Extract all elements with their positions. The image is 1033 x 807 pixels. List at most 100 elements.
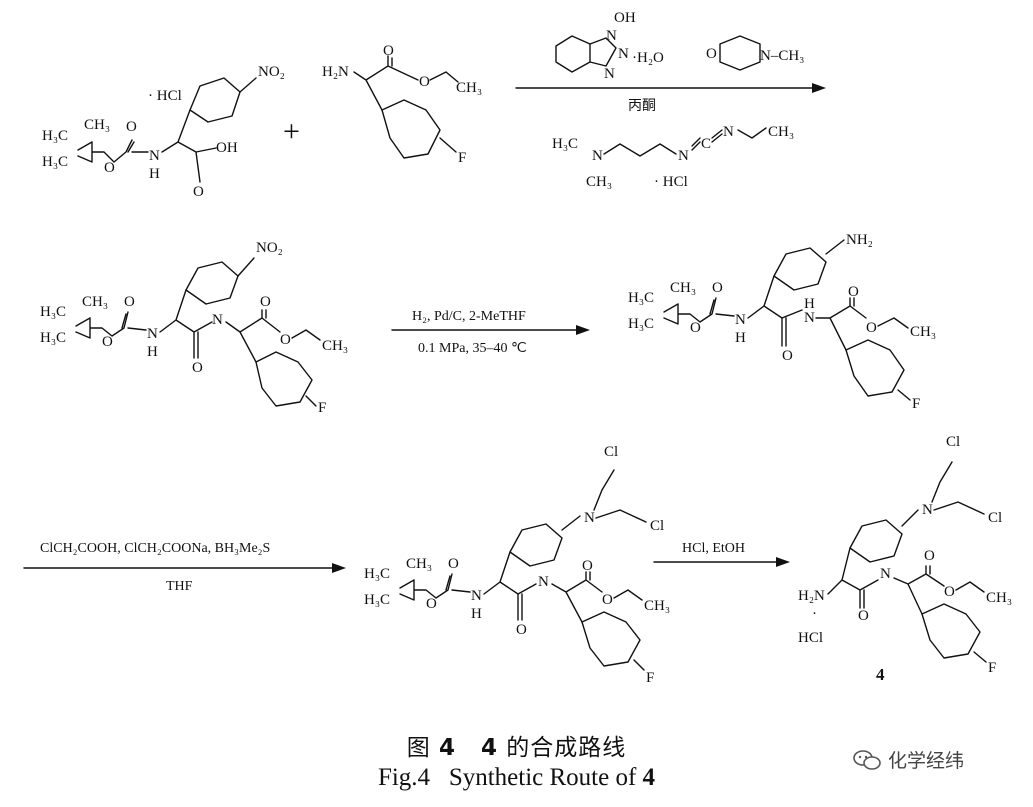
- ch3-label: CH₃: [644, 598, 670, 614]
- arrow-head-icon: [576, 325, 590, 335]
- h2n-label: H₂N: [798, 588, 825, 604]
- synthetic-scheme: · HCl H₃C CH₃ H₃C O O N H OH O NO₂ + H₂N…: [23, 10, 1012, 686]
- edci-n3-label: N: [723, 124, 734, 140]
- ch3-label: CH₃: [986, 590, 1012, 606]
- ester-o-label: O: [944, 584, 955, 600]
- amide-o-label: O: [782, 348, 793, 364]
- ch3-label: CH₃: [670, 280, 696, 296]
- step3-arrow: ClCH₂COOH, ClCH₂COONa, BH₃Me₂S THF: [23, 541, 346, 594]
- caption-english: Fig.4 Synthetic Route of 4: [0, 764, 1033, 792]
- solvent-acetone-label: 丙酮: [628, 98, 656, 114]
- chloro-label: Cl: [946, 434, 960, 450]
- plus-sign: +: [283, 115, 300, 148]
- chloro-label: Cl: [604, 444, 618, 460]
- ch3-label: CH₃: [84, 117, 110, 133]
- h2n-label: H₂N: [322, 64, 349, 80]
- compound-number: 4: [876, 665, 885, 684]
- watermark: 化学经纬: [852, 746, 964, 773]
- ch3-label: CH₃: [406, 556, 432, 572]
- h3c-label: H₃C: [364, 566, 390, 582]
- carbonyl-o-label: O: [924, 548, 935, 564]
- wechat-icon: [853, 750, 881, 770]
- caption-en-compound: 4: [642, 764, 656, 791]
- edci-ch3b-label: CH₃: [768, 124, 794, 140]
- h3c-label: H₃C: [40, 330, 66, 346]
- arrow-head-icon: [812, 83, 826, 93]
- amide-hn-label: N: [880, 566, 891, 582]
- ch3-label: CH₃: [910, 324, 936, 340]
- boc-mustard-dipeptide: H₃C CH₃ H₃C O O N H O N O O CH₃ F N Cl C…: [364, 444, 670, 686]
- nh-h-label: H: [147, 344, 158, 360]
- edci-hcl-label: · HCl: [654, 174, 688, 190]
- ester-o-label: O: [690, 320, 701, 336]
- watermark-text: 化学经纬: [888, 750, 965, 772]
- ester-o-label: O: [104, 160, 115, 176]
- step2-conditions-top: H₂, Pd/C, 2-MeTHF: [412, 309, 526, 324]
- chloro-label: Cl: [650, 518, 664, 534]
- carbonyl-o-label: O: [712, 280, 723, 296]
- amino-dipeptide: H₃C CH₃ H₃C O O N H O N H O O CH₃ F NH₂: [628, 232, 936, 412]
- amide-hn-label: N: [212, 312, 223, 328]
- nh-h-label: H: [735, 330, 746, 346]
- fluoro-label: F: [318, 400, 326, 416]
- ester-o-label: O: [102, 334, 113, 350]
- hobt-n3-label: N: [604, 66, 615, 82]
- ch3-label: CH₃: [82, 294, 108, 310]
- step3-conditions-bottom: THF: [166, 579, 193, 594]
- caption-cn-compound: 4: [480, 735, 498, 761]
- fluoro-label: F: [458, 150, 466, 166]
- step4-conditions-top: HCl, EtOH: [682, 541, 745, 556]
- nh-label: N: [735, 312, 746, 328]
- carbonyl-o-label: O: [582, 558, 593, 574]
- ester-o-label: O: [280, 332, 291, 348]
- hcl-salt-label: · HCl: [148, 88, 182, 104]
- amide-h-label: H: [804, 296, 815, 312]
- caption-en-prefix: Fig.4: [377, 764, 431, 791]
- mustard-n-label: N: [584, 510, 595, 526]
- hobt-n1-label: N: [606, 28, 617, 44]
- arrow-head-icon: [776, 557, 790, 567]
- edci-ch3-label: CH₃: [586, 174, 612, 190]
- nitro-label: NO₂: [256, 240, 283, 256]
- acid-oh-label: OH: [216, 140, 238, 156]
- ester-o-label: O: [419, 74, 430, 90]
- caption-chinese: 图 4 4 的合成路线: [0, 728, 1033, 762]
- fluoro-label: F: [646, 670, 654, 686]
- caption-cn-prefix: 图: [406, 735, 431, 761]
- h3c-label: H₃C: [628, 316, 654, 332]
- hobt-oh-label: OH: [614, 10, 636, 26]
- nitro-dipeptide: H₃C CH₃ H₃C O O N H O N O O CH₃ F NO₂: [40, 240, 348, 416]
- ester-o-label: O: [602, 592, 613, 608]
- amide-n-label: N: [804, 310, 815, 326]
- nmm-o-label: O: [706, 46, 717, 62]
- boc-nitrophenylalanine-hcl: · HCl H₃C CH₃ H₃C O O N H OH O NO₂: [42, 64, 285, 200]
- ch3-label: CH₃: [322, 338, 348, 354]
- amino-label: NH₂: [846, 232, 873, 248]
- h3c-label: H₃C: [42, 154, 68, 170]
- product-4: H₂N · HCl O N O O CH₃ F N Cl Cl 4: [798, 434, 1012, 684]
- edci-n1-label: N: [592, 148, 603, 164]
- amide-hn-label: N: [538, 574, 549, 590]
- hobt-hydrate-label: ·H₂O: [632, 50, 664, 66]
- fluorophenylalanine-ethyl-ester: H₂N O O CH₃ F: [322, 43, 482, 166]
- caption-en-text: Synthetic Route of: [448, 764, 637, 791]
- nh-label: N: [147, 326, 158, 342]
- h3c-label: H₃C: [40, 304, 66, 320]
- edci-c-label: C: [701, 136, 711, 152]
- chloro-label: Cl: [988, 510, 1002, 526]
- amide-o-label: O: [192, 360, 203, 376]
- salt-dot-label: ·: [812, 606, 817, 622]
- edci-h3c-label: H₃C: [552, 136, 578, 152]
- nh-h-label: H: [149, 166, 160, 182]
- caption-cn-fig-number: 4: [439, 735, 457, 761]
- acid-o-label: O: [193, 184, 204, 200]
- fluoro-label: F: [988, 660, 996, 676]
- carbonyl-o-label: O: [848, 284, 859, 300]
- hcl-label: HCl: [798, 630, 823, 646]
- step4-arrow: HCl, EtOH: [653, 541, 790, 567]
- hobt-n2-label: N: [618, 46, 629, 62]
- h3c-label: H₃C: [628, 290, 654, 306]
- arrow-head-icon: [332, 563, 346, 573]
- step1-reagents: N OH N N ·H₂O O N–CH₃ 丙酮 H₃C N CH₃ N C N…: [515, 10, 826, 190]
- nh-label: N: [149, 148, 160, 164]
